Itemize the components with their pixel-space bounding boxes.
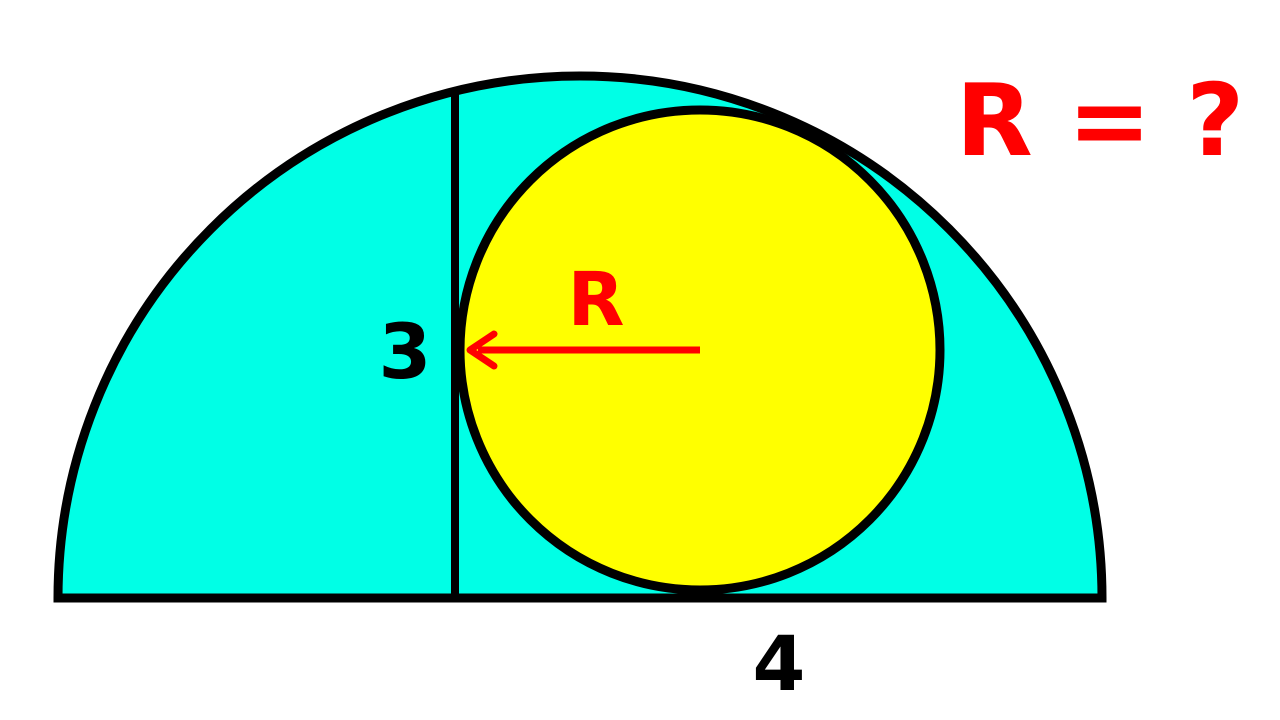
radius-arrow-head — [466, 330, 498, 370]
chord-length-label: 3 — [379, 307, 432, 396]
question-title: R = ? — [956, 62, 1244, 179]
base-segment-label: 4 — [753, 619, 806, 708]
radius-label: R — [568, 257, 625, 343]
